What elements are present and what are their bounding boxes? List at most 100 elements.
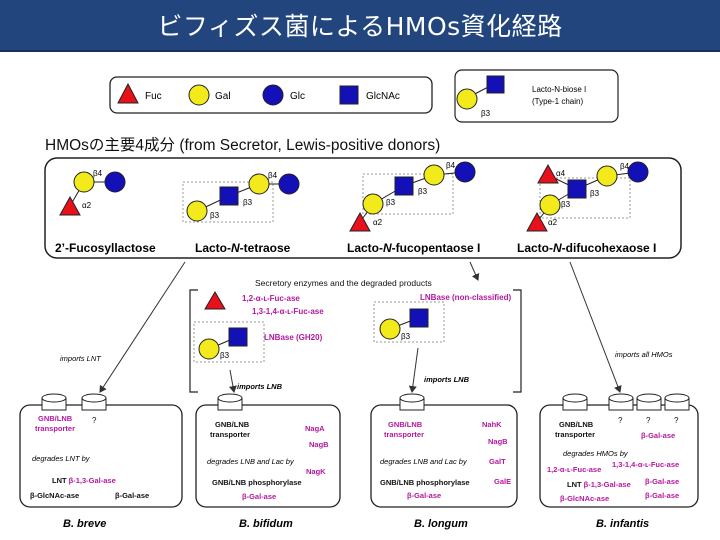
link-label: β4 (93, 169, 103, 178)
transporter-icon (81, 393, 107, 411)
secretory-heading: Secretory enzymes and the degraded produ… (255, 278, 432, 288)
enzyme-label: β-GlcNAc-ase (30, 491, 79, 500)
transporter-label: transporter (210, 430, 250, 439)
transporter-label: GNB/LNB (559, 420, 594, 429)
gene-label: NagA (305, 424, 325, 433)
lnb-link-label: β3 (481, 109, 491, 118)
arrow-bifidum (228, 369, 237, 393)
right-bracket (513, 289, 522, 393)
transporter-icon (562, 393, 588, 411)
arrow-longum (408, 347, 419, 393)
link-label: β3 (418, 187, 428, 196)
legend: Fuc Gal Glc GlcNAc (109, 76, 433, 114)
enzyme-fucase-2: 1,3-1,4-α-ʟ-Fuc-ase (252, 307, 324, 316)
molecule-name: 2’-Fucosyllactose (55, 241, 156, 255)
unknown-transporter: ? (92, 416, 97, 425)
transporter-icon (41, 393, 67, 411)
arrow-breve (99, 261, 186, 393)
link-label: β3 (210, 211, 220, 220)
gene-label: GalT (489, 457, 506, 466)
legend-glc-label: Glc (290, 91, 305, 102)
legend-glcnac-label: GlcNAc (366, 91, 400, 102)
species-name: B. breve (63, 518, 106, 530)
enzyme-label: LNT β-1,3-Gal-ase (52, 476, 116, 485)
lnb-product-right: β3 (373, 301, 445, 343)
enzyme-label: β-Gal-ase (407, 491, 441, 500)
gene-label: GalE (494, 477, 511, 486)
transporter-icon (399, 393, 425, 411)
gene-label: NahK (482, 420, 502, 429)
gene-label: NagB (488, 437, 508, 446)
unknown-transporter: ? (618, 416, 623, 425)
enzyme-label: LNT β-1,3-Gal-ase (567, 480, 631, 489)
enzyme-label: β-Gal-ase (645, 477, 679, 486)
species-name: B. infantis (596, 518, 649, 530)
cell-breve: GNB/LNB transporter ? degrades LNT by LN… (19, 393, 183, 530)
link-label: β4 (620, 162, 630, 171)
molecule-lnt: β4 β3 β3 Lacto-N-tetraose (182, 171, 300, 255)
transporter-label: GNB/LNB (215, 420, 250, 429)
lnb-chain: (Type-1 chain) (532, 97, 583, 106)
species-name: B. longum (414, 518, 468, 530)
transporter-icon (217, 393, 243, 411)
enzyme-label: 1,2-α-ʟ-Fuc-ase (547, 465, 601, 474)
transporter-icon (608, 393, 634, 411)
enzyme-label: β-Gal-ase (641, 431, 675, 440)
enzyme-label: 1,3-1,4-α-ʟ-Fuc-ase (612, 460, 679, 469)
enzyme-label: β-Gal-ase (242, 492, 276, 501)
enzyme-lnbase-nc: LNBase (non-classified) (420, 293, 511, 302)
link-label: β3 (243, 198, 253, 207)
link-label: β4 (446, 161, 456, 170)
gene-label: NagB (309, 440, 329, 449)
hmo-heading: HMOsの主要4成分 (from Secretor, Lewis-positiv… (45, 136, 440, 154)
lnb-name: Lacto-N-biose I (532, 85, 586, 94)
link-label: β3 (220, 351, 230, 360)
gal-circle-icon (188, 84, 210, 106)
molecule-name: Lacto-N-fucopentaose I (347, 241, 480, 255)
title-banner: ビフィズス菌によるHMOs資化経路 (0, 0, 720, 52)
imports-lnb-label-1: imports LNB (237, 382, 283, 391)
gene-label: NagK (306, 467, 326, 476)
species-name: B. bifidum (239, 518, 293, 530)
unknown-transporter: ? (674, 416, 679, 425)
enzyme-label: β-GlcNAc-ase (560, 494, 609, 503)
degrades-text: degrades LNT by (32, 454, 91, 463)
link-label: α2 (82, 201, 92, 210)
glcnac-square-icon (339, 85, 359, 105)
arrow-secretory (469, 261, 480, 281)
unknown-transporter: ? (646, 416, 651, 425)
legend-gal-label: Gal (215, 91, 231, 102)
phosphorylase-label: GNB/LNB phosphorylase (212, 478, 302, 487)
imports-all-label: imports all HMOs (615, 350, 673, 359)
arrow-infantis (569, 261, 622, 393)
molecule-name: Lacto-N-difucohexaose I (517, 241, 656, 255)
enzyme-label: β-Gal-ase (645, 491, 679, 500)
link-label: β3 (561, 200, 571, 209)
degrades-text: degrades HMOs by (563, 449, 629, 458)
molecule-name: Lacto-N-tetraose (195, 241, 291, 255)
transporter-label: GNB/LNB (38, 414, 73, 423)
cell-infantis: ? ? ? GNB/LNB transporter β-Gal-ase degr… (539, 393, 699, 530)
imports-lnb-label-2: imports LNB (424, 375, 470, 384)
transporter-label: transporter (555, 430, 595, 439)
enzyme-label: β-Gal-ase (115, 491, 149, 500)
molecule-lnfp1: β4 β3 β3 α2 Lacto-N-fucopentaose I (347, 161, 480, 255)
legend-fuc-label: Fuc (145, 91, 162, 102)
lnb-product-left: β3 (193, 321, 265, 363)
fuc-triangle-icon (117, 82, 139, 104)
degrades-text: degrades LNB and Lac by (207, 457, 295, 466)
link-label: α2 (373, 218, 383, 227)
lnb-box: β3 Lacto-N-biose I (Type-1 chain) (454, 69, 619, 123)
left-bracket (189, 289, 198, 393)
link-label: β3 (386, 198, 396, 207)
link-label: β4 (268, 171, 278, 180)
molecule-lndfh1: α4 β4 β3 β3 α2 Lacto-N-difucohexaose I (517, 161, 656, 255)
cell-longum: GNB/LNB transporter NahK NagB degrades L… (370, 393, 518, 530)
link-label: β3 (401, 332, 411, 341)
page-title: ビフィズス菌によるHMOs資化経路 (157, 12, 563, 41)
transporter-label: transporter (384, 430, 424, 439)
imports-lnt-label: imports LNT (60, 354, 102, 363)
cell-bifidum: GNB/LNB transporter NagA NagB degrades L… (195, 393, 341, 530)
